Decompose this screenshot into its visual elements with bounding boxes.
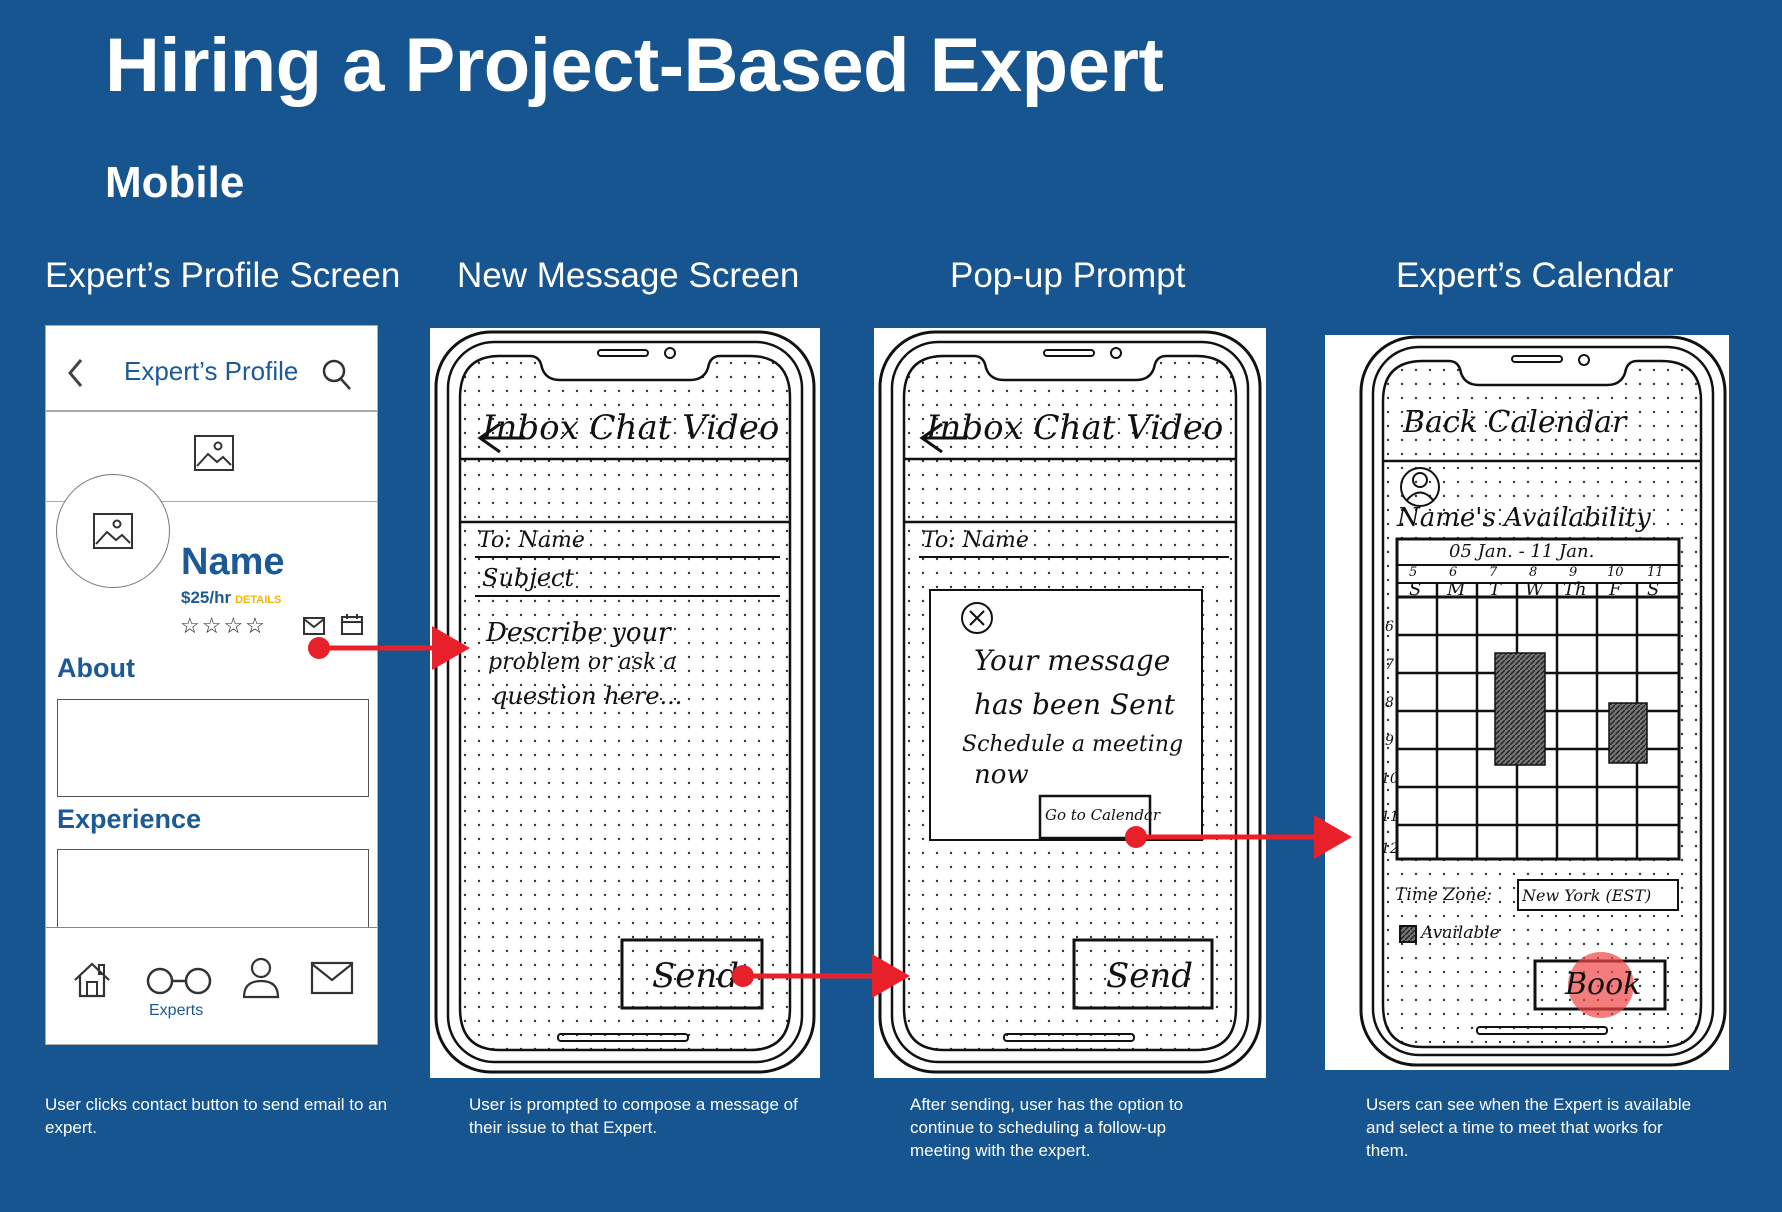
column-heading-message: New Message Screen xyxy=(457,256,800,295)
mail-icon[interactable] xyxy=(302,616,326,636)
about-box xyxy=(57,699,369,797)
phone-frame xyxy=(878,330,1262,1074)
caption-calendar: Users can see when the Expert is availab… xyxy=(1366,1095,1692,1160)
date-row: 5 6 7 8 9 10 11 xyxy=(1397,565,1679,583)
about-heading: About xyxy=(57,653,135,683)
send-button[interactable]: Send xyxy=(652,956,740,996)
person-icon[interactable] xyxy=(241,956,281,1000)
envelope-icon[interactable] xyxy=(310,961,354,995)
caption-profile: User clicks contact button to send email… xyxy=(45,1095,388,1137)
page-title: Hiring a Project-Based Expert xyxy=(105,23,1164,108)
go-to-calendar-button[interactable]: Go to Calendar xyxy=(1045,806,1161,824)
hour-label: 7 xyxy=(1385,657,1394,673)
expert-name: Name xyxy=(181,541,285,583)
day-label: T xyxy=(1489,579,1502,600)
popup-send-button[interactable]: Send xyxy=(1106,956,1194,996)
phone-frame xyxy=(1359,335,1727,1067)
message-tabs[interactable]: Inbox Chat Video xyxy=(482,408,780,448)
arrow-head xyxy=(1314,815,1352,859)
calendar-icon[interactable] xyxy=(340,613,364,636)
date-label: 10 xyxy=(1607,565,1624,580)
popup-message-line-4: now xyxy=(974,760,1029,790)
nav-experts-label: Experts xyxy=(149,1002,204,1019)
profile-header-title: Expert’s Profile xyxy=(124,356,299,386)
hour-label: 12 xyxy=(1381,841,1399,857)
hour-label: 11 xyxy=(1381,809,1399,825)
popup-message-line-1: Your message xyxy=(974,644,1171,677)
popup-message-line-3: Schedule a meeting xyxy=(962,732,1184,757)
details-link[interactable]: DETAILS xyxy=(235,594,282,606)
date-label: 8 xyxy=(1529,565,1538,580)
day-label: S xyxy=(1647,579,1660,600)
day-label: W xyxy=(1525,579,1544,600)
cover-divider xyxy=(46,501,377,502)
header-divider xyxy=(46,410,377,412)
hour-label: 6 xyxy=(1385,619,1394,635)
date-label: 6 xyxy=(1449,565,1458,580)
day-row: S M T W Th F S xyxy=(1397,579,1679,600)
timezone-label: Time Zone: xyxy=(1395,885,1493,905)
book-button[interactable]: Book xyxy=(1565,967,1642,1002)
date-label: 9 xyxy=(1569,565,1578,580)
avatar xyxy=(56,474,170,588)
popup-tabs[interactable]: Inbox Chat Video xyxy=(926,408,1224,448)
back-chevron-icon[interactable] xyxy=(66,356,86,390)
message-to-field[interactable]: To: Name xyxy=(478,528,585,553)
timezone-select[interactable]: New York (EST) xyxy=(1522,886,1652,905)
caption-popup: After sending, user has the option to co… xyxy=(910,1095,1184,1160)
image-icon xyxy=(194,435,234,471)
phone-frame xyxy=(434,330,816,1074)
column-heading-calendar: Expert’s Calendar xyxy=(1396,256,1674,295)
date-label: 11 xyxy=(1647,565,1664,580)
message-body-line-1[interactable]: Describe your xyxy=(486,618,671,648)
message-subject-field[interactable]: Subject xyxy=(482,564,574,592)
bottom-nav: Experts xyxy=(46,927,377,1044)
home-icon[interactable] xyxy=(72,961,112,999)
calendar-header[interactable]: Back Calendar xyxy=(1403,405,1627,440)
arrow-head xyxy=(432,626,470,670)
search-icon[interactable] xyxy=(321,358,353,392)
avatar-image-icon xyxy=(93,513,133,549)
arrow-head xyxy=(872,954,910,998)
date-label: 5 xyxy=(1409,565,1418,580)
column-heading-popup: Pop-up Prompt xyxy=(950,256,1186,295)
date-label: 7 xyxy=(1489,565,1498,580)
hour-label: 9 xyxy=(1385,733,1394,749)
page-subtitle: Mobile xyxy=(105,158,245,207)
day-label: M xyxy=(1447,579,1466,600)
availability-title: Name's Availability xyxy=(1397,503,1651,533)
hour-label: 10 xyxy=(1381,771,1399,787)
popup-to-field[interactable]: To: Name xyxy=(922,528,1029,553)
calendar-screen-sketch: Back Calendar Name's Availability 05 Jan… xyxy=(1325,335,1729,1070)
day-label: Th xyxy=(1563,579,1587,600)
hour-label: 8 xyxy=(1385,695,1394,711)
popup-message-line-2: has been Sent xyxy=(974,688,1176,721)
message-body-line-3[interactable]: question here... xyxy=(492,682,683,710)
glasses-icon[interactable] xyxy=(145,966,213,996)
day-label: F xyxy=(1609,579,1622,600)
column-heading-profile: Expert’s Profile Screen xyxy=(45,256,401,295)
message-body-line-2[interactable]: problem or ask a xyxy=(488,650,677,675)
rating-stars: ☆☆☆☆ xyxy=(180,613,267,638)
caption-message: User is prompted to compose a message of… xyxy=(469,1095,798,1137)
popup-screen-sketch: Inbox Chat Video To: Name Your message h… xyxy=(874,328,1266,1078)
rate-value: $25/hr xyxy=(181,588,232,607)
experience-heading: Experience xyxy=(57,804,202,834)
week-range[interactable]: 05 Jan. - 11 Jan. xyxy=(1449,541,1595,562)
availability-legend: Available xyxy=(1421,923,1500,943)
message-screen-sketch: Inbox Chat Video To: Name Subject Descri… xyxy=(430,328,820,1078)
day-label: S xyxy=(1409,579,1422,600)
